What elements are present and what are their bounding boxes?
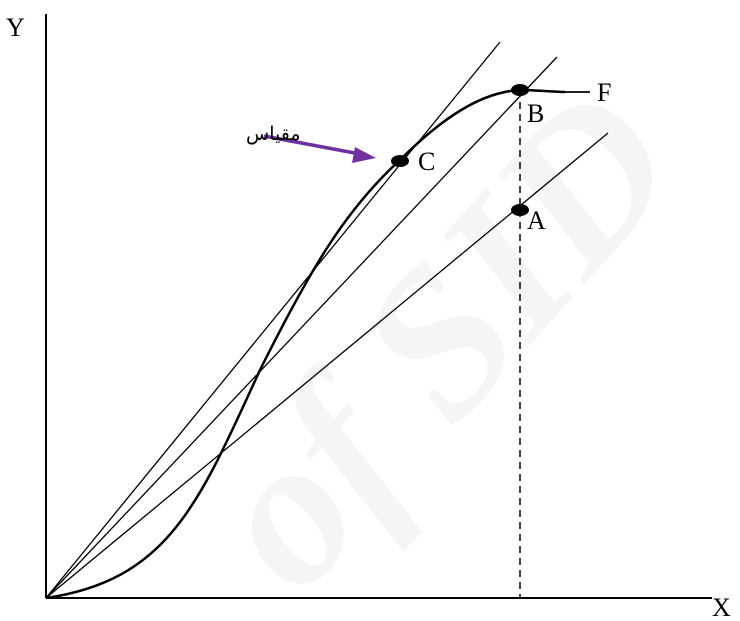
point-b-marker — [511, 84, 529, 96]
point-c-marker — [391, 155, 409, 167]
annotation-arrow — [263, 134, 361, 156]
point-f-label: F — [597, 78, 611, 107]
x-axis-label: X — [712, 593, 731, 621]
point-b-label: B — [527, 99, 544, 128]
y-axis-label: Y — [6, 13, 25, 42]
point-c-label: C — [418, 147, 435, 176]
ray-through-b — [45, 56, 558, 599]
point-a-label: A — [527, 206, 546, 235]
ray-through-c — [45, 41, 501, 599]
annotation-arrow-head — [352, 147, 376, 163]
point-a-marker — [511, 204, 529, 216]
annotation-label: مقیاس — [246, 123, 301, 145]
